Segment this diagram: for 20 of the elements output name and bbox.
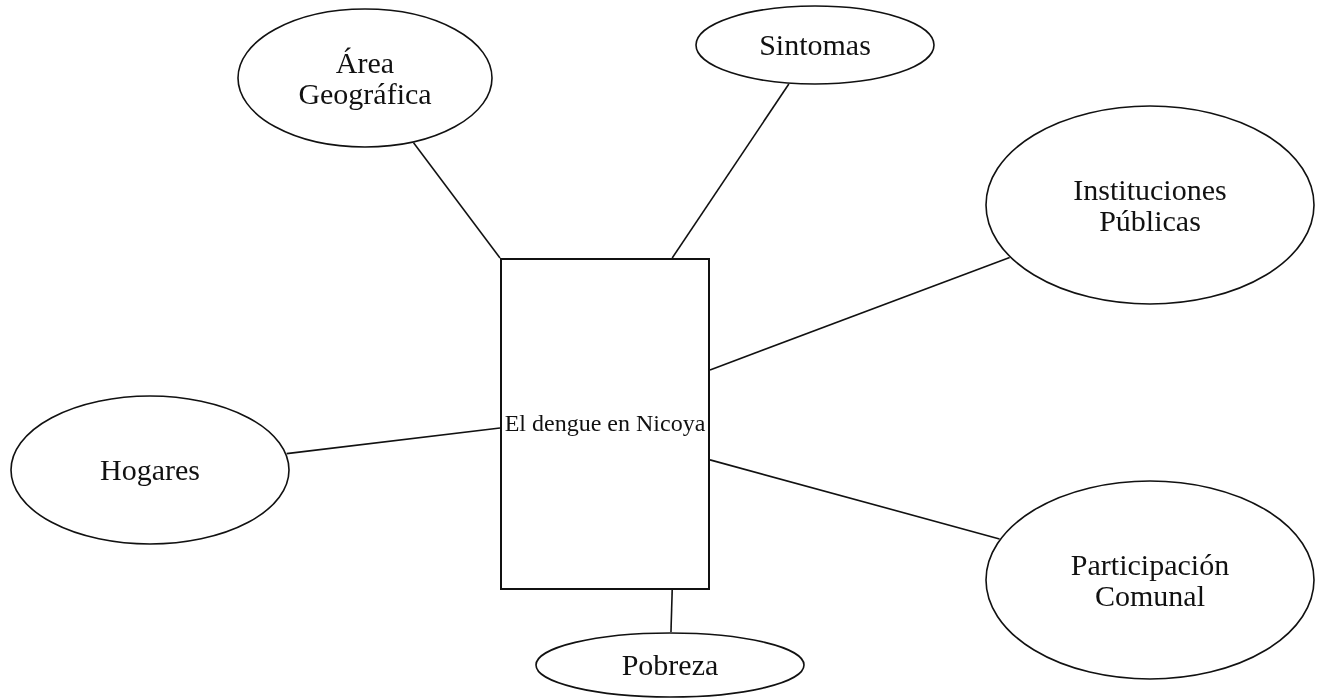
connector-line	[671, 83, 790, 259]
topic-ellipse	[535, 632, 805, 698]
connector-line	[709, 459, 1001, 540]
topic-ellipse	[10, 395, 290, 545]
topic-ellipse	[237, 8, 493, 148]
topic-ellipse	[985, 480, 1315, 680]
topic-ellipse	[695, 5, 935, 85]
node-label: Instituciones Públicas	[1072, 173, 1228, 237]
node-label: El dengue en Nicoya	[504, 411, 706, 437]
connector-line	[670, 589, 673, 633]
node-label: Hogares	[100, 454, 200, 486]
connector-line	[412, 141, 501, 259]
connector-line	[709, 256, 1011, 371]
node-label: Pobreza	[621, 649, 719, 681]
topic-ellipse	[985, 105, 1315, 305]
connector-line	[285, 427, 501, 455]
node-label: Sintomas	[759, 29, 871, 61]
node-label: Participación Comunal	[1069, 548, 1231, 612]
topic-box	[500, 258, 710, 590]
node-label: Área Geográfica	[297, 46, 433, 110]
